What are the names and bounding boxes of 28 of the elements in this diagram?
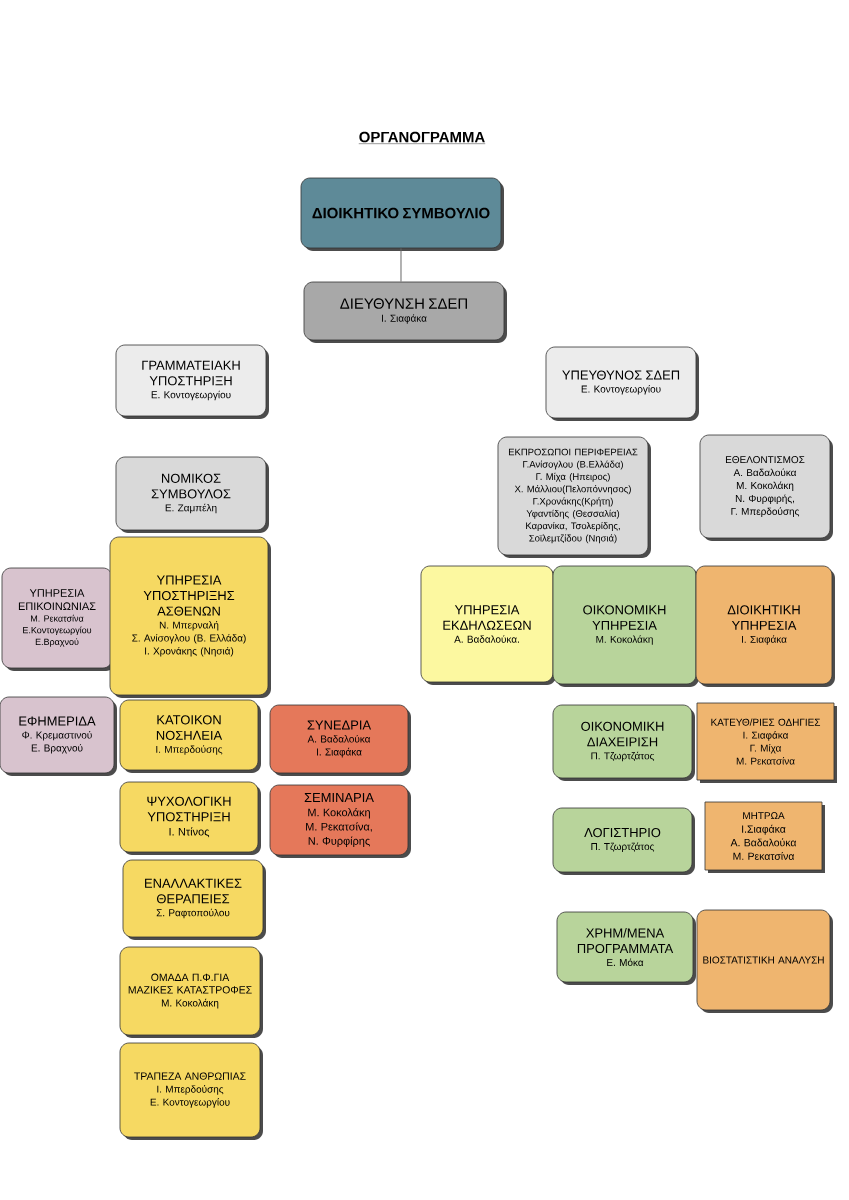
org-box: ΜΗΤΡΩΑ Ι.Σιαφάκα Α. Βαδαλούκα Μ. Ρεκατσίνα bbox=[704, 801, 825, 873]
org-box: ΓΡΑΜΜΑΤΕΙΑΚΗ ΥΠΟΣΤΗΡΙΞΗ Ε. Κοντογεωργίου bbox=[115, 344, 269, 419]
org-box: ΔΙΕΥΘΥΝΣΗ ΣΔΕΠ Ι. Σιαφάκα bbox=[303, 281, 507, 343]
org-box: ΣΥΝΕΔΡΙΑ Α. Βαδαλούκα Ι. Σιαφάκα bbox=[269, 704, 411, 776]
org-box: ΕΚΠΡΟΣΩΠΟΙ ΠΕΡΙΦΕΡΕΙΑΣ Γ.Ανίσογλου (Β.Ελλάδα) Γ. Μίχα (Ηπειρος) Χ. Μάλλιου(Πελοπόννησος) Γ.Χρονάκης(Κρήτη) Υφαντίδης (Θεσσαλία) Καρανίκα, Τσολερίδης, Σοϊλεμτζίδου (Νησιά) bbox=[497, 436, 651, 558]
org-box: ΔΙΟΙΚΗΤΙΚΗ ΥΠΗΡΕΣΙΑ Ι. Σιαφάκα bbox=[695, 565, 835, 687]
org-box: ΥΠΗΡΕΣΙΑ ΕΚΔΗΛΩΣΕΩΝ Α. Βαδαλούκα. bbox=[420, 565, 556, 685]
org-box: ΥΠΗΡΕΣΙΑ ΥΠΟΣΤΗΡΙΞΗΣ ΑΣΘΕΝΩΝ Ν. Μπερναλή Σ. Ανίσογλου (Β. Ελλάδα) Ι. Χρονάκης (Νησιά) bbox=[109, 536, 271, 698]
org-box: ΔΙΟΙΚΗΤΙΚΟ ΣΥΜΒΟΥΛΙΟ bbox=[300, 177, 504, 251]
org-box: ΟΜΑΔΑ Π.Φ.ΓΙΑ ΜΑΖΙΚΕΣ ΚΑΤΑΣΤΡΟΦΕΣ Μ. Κοκολάκη bbox=[119, 946, 263, 1038]
org-box: ΛΟΓΙΣΤΗΡΙΟ Π. Τζωρτζάτος bbox=[552, 807, 695, 875]
org-box: ΕΝΑΛΛΑΚΤΙΚΕΣ ΘΕΡΑΠΕΙΕΣ Σ. Ραφτοπούλου bbox=[122, 859, 266, 940]
org-box: ΟΙΚΟΝΟΜΙΚΗ ΥΠΗΡΕΣΙΑ Μ. Κοκολάκη bbox=[552, 565, 699, 687]
org-box: ΥΠΗΡΕΣΙΑ ΕΠΙΚΟΙΝΩΝΙΑΣ Μ. Ρεκατσίνα Ε.Κοντογεωργίου Ε.Βραχνού bbox=[1, 567, 115, 671]
org-box: ΚΑΤΕΥΘ/ΡΙΕΣ ΟΔΗΓΙΕΣ Ι. Σιαφάκα Γ. Μίχα Μ. Ρεκατσίνα bbox=[696, 702, 837, 783]
org-box: ΕΦΗΜΕΡΙΔΑ Φ. Κρεμαστινού Ε. Βραχνού bbox=[0, 696, 117, 776]
org-box: ΣΕΜΙΝΑΡΙΑ Μ. Κοκολάκη Μ. Ρεκατσίνα, Ν. Φυρφίρης bbox=[269, 784, 411, 858]
title: ΟΡΓΑΝΟΓΡΑΜΜΑ bbox=[358, 131, 486, 144]
org-box: ΚΑΤΟΙΚΟΝ ΝΟΣΗΛΕΙΑ Ι. Μπερδούσης bbox=[119, 699, 261, 773]
org-box: ΧΡΗΜ/ΜΕΝΑ ΠΡΟΓΡΑΜΜΑΤΑ Ε. Μόκα bbox=[556, 911, 696, 985]
org-box: ΥΠΕΥΘΥΝΟΣ ΣΔΕΠ Ε. Κοντογεωργίου bbox=[545, 346, 699, 421]
org-box: ΝΟΜΙΚΟΣ ΣΥΜΒΟΥΛΟΣ Ε. Ζαμπέλη bbox=[115, 456, 269, 533]
connector-line bbox=[400, 247, 402, 283]
org-box: ΒΙΟΣΤΑΤΙΣΤΙΚΗ ΑΝΑΛΥΣΗ bbox=[696, 909, 833, 1013]
org-box: ΨΥΧΟΛΟΓΙΚΗ ΥΠΟΣΤΗΡΙΞΗ Ι. Ντίνος bbox=[119, 781, 261, 855]
org-box: ΕΘΕΛΟΝΤΙΣΜΟΣ Α. Βαδαλούκα Μ. Κοκολάκη Ν. Φυρφιρής, Γ. Μπερδούσης bbox=[699, 434, 833, 541]
org-box: ΤΡΑΠΕΖΑ ΑΝΘΡΩΠΙΑΣ Ι. Μπερδούσης Ε. Κοντογεωργίου bbox=[119, 1042, 263, 1140]
org-box: ΟΙΚΟΝΟΜΙΚΗ ΔΙΑΧΕΙΡΙΣΗ Π. Τζωρτζάτος bbox=[552, 704, 695, 781]
